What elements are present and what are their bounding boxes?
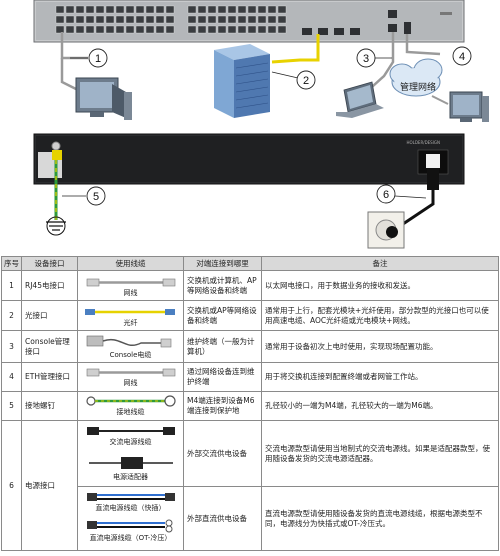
row-cable: 交流电源线缆 电源适配器	[77, 420, 184, 487]
row-note: 通常用于设备初次上电时使用，实现现场配置功能。	[261, 330, 499, 363]
table-row: 直流电源线缆（快插） 直流电源线缆（OT-冷压） 外部直流供电设备 直流电源款型…	[2, 486, 499, 551]
cable-label: 网线	[123, 288, 138, 297]
table-row: 5 接地螺钉 接地线缆 M4端连接到设备M6端连接到保护地 孔径较小的一端为M4…	[1, 391, 499, 421]
pc-icon	[75, 77, 132, 120]
ground-cable-icon	[86, 395, 176, 407]
dc-power-cable-icon	[87, 492, 175, 532]
fiber-cable-icon	[85, 308, 175, 315]
row-no: 1	[1, 270, 22, 301]
cable-label: 直流电源线缆（快插）	[95, 503, 166, 512]
table-header-row: 序号 设备接口 使用线缆 对端连接到哪里 备注	[1, 256, 499, 271]
cable-label: 电源适配器	[113, 472, 148, 481]
callout-4	[452, 46, 472, 66]
laptop-icon	[336, 81, 384, 118]
cable-label: 光纤	[123, 318, 138, 327]
row-note: 用于将交换机连接到配置终端或者网管工作站。	[261, 362, 499, 392]
console-cable-icon	[86, 335, 172, 347]
row-peer: 维护终端（一般为计算机）	[183, 330, 262, 363]
row-no: 6	[1, 420, 22, 551]
row-port: ETH管理接口	[21, 362, 78, 392]
network-cable-icon	[86, 278, 176, 286]
row-note: 以太网电接口，用于数据业务的接收和发送。	[261, 270, 499, 301]
header-peer: 对端连接到哪里	[183, 256, 262, 271]
row-port: Console管理接口	[21, 330, 78, 363]
callout-5	[62, 186, 106, 206]
cloud-label: 管理网络	[400, 81, 436, 93]
callout-1	[70, 48, 108, 68]
row-port: 接地螺钉	[21, 391, 78, 421]
header-cable: 使用线缆	[77, 256, 184, 271]
cable-label: 直流电源线缆（OT-冷压）	[89, 533, 172, 542]
row-cable: 接地线缆	[77, 391, 184, 421]
row-note: 直流电源款型请使用随设备发货的直流电源线缆，根据电源类型不同，电源线分为快插式或…	[261, 486, 499, 551]
row-no: 3	[1, 330, 22, 363]
row-no: 4	[1, 362, 22, 392]
callout-number-2: 2	[303, 75, 309, 87]
row-peer: M4端连接到设备M6端连接到保护地	[183, 391, 262, 421]
row-note: 通常用于上行，配套光模块+光纤使用，部分款型的光接口也可以使用高速电缆、AOC光…	[261, 300, 499, 331]
row-peer: 通过网络设备连到维护终端	[183, 362, 262, 392]
table-row: 4 ETH管理接口 网线 通过网络设备连到维护终端 用于将交换机连接到配置终端或…	[1, 362, 499, 392]
row-port: 光接口	[21, 300, 78, 331]
callout-number-5: 5	[93, 191, 99, 203]
header-note: 备注	[261, 256, 499, 271]
cable-label: 接地线缆	[116, 408, 145, 416]
cable-label: 网线	[123, 379, 138, 387]
row-no: 2	[1, 300, 22, 331]
row-peer: 外部交流供电设备	[183, 420, 262, 487]
rear-panel-label: HOLDER/DESIGN	[406, 140, 440, 145]
header-port: 设备接口	[21, 256, 78, 271]
server-rack-icon	[214, 44, 270, 118]
callout-3	[356, 48, 392, 68]
callout-2	[271, 70, 316, 90]
row-port: 电源接口	[21, 420, 78, 551]
callout-number-3: 3	[363, 53, 369, 65]
row-cable: 直流电源线缆（快插） 直流电源线缆（OT-冷压）	[77, 486, 184, 551]
power-adapter-icon	[89, 456, 173, 469]
switch-front-panel	[33, 0, 465, 43]
row-peer: 外部直流供电设备	[183, 486, 262, 551]
callout-number-1: 1	[95, 53, 101, 65]
ground-symbol-icon	[46, 216, 66, 236]
callout-6	[376, 184, 427, 204]
row-cable: 光纤	[77, 300, 184, 331]
row-peer: 交换机或计算机、AP等网络设备和终端	[183, 270, 262, 301]
row-no: 5	[1, 391, 22, 421]
connection-illustration: 管理网络 HOLDER/DESIGN	[33, 0, 489, 249]
row-note: 交流电源款型请使用当地制式的交流电源线。如果是适配器款型，使用随设备发货的交流电…	[261, 420, 499, 487]
row-note: 孔径较小的一端为M4端，孔径较大的一端为M6端。	[261, 391, 499, 421]
cable-label: Console电缆	[109, 350, 152, 359]
switch-rear-panel: HOLDER/DESIGN	[33, 133, 465, 185]
row-peer: 交换机或AP等网络设备和终端	[183, 300, 262, 331]
table-row: 2 光接口 光纤 交换机或AP等网络设备和终端 通常用于上行，配套光模块+光纤使…	[1, 300, 499, 331]
ac-power-cable-icon	[87, 426, 175, 469]
row-port: RJ45电接口	[21, 270, 78, 301]
header-no: 序号	[1, 256, 22, 271]
interface-table: 序号 设备接口 使用线缆 对端连接到哪里 备注 1 RJ45电接口 网线 交换机…	[1, 256, 499, 551]
row-cable: Console电缆	[77, 330, 184, 363]
callout-number-6: 6	[383, 189, 389, 201]
cloud-icon	[389, 58, 443, 97]
callout-number-4: 4	[459, 51, 465, 63]
table-row: 6 电源接口 交	[1, 420, 499, 551]
network-cable-icon	[86, 368, 176, 377]
row-cable: 网线	[77, 270, 184, 301]
power-outlet-icon	[367, 211, 405, 249]
table-row: 1 RJ45电接口 网线 交换机或计算机、AP等网络设备和终端 以太网电接口，用…	[1, 270, 499, 301]
table-row: 3 Console管理接口 Console电缆 维护终端（一般为计算机） 通常用…	[1, 330, 499, 363]
cable-label: 交流电源线缆	[109, 437, 152, 446]
row-cable: 网线	[77, 362, 184, 392]
pc-icon-2	[449, 91, 489, 122]
